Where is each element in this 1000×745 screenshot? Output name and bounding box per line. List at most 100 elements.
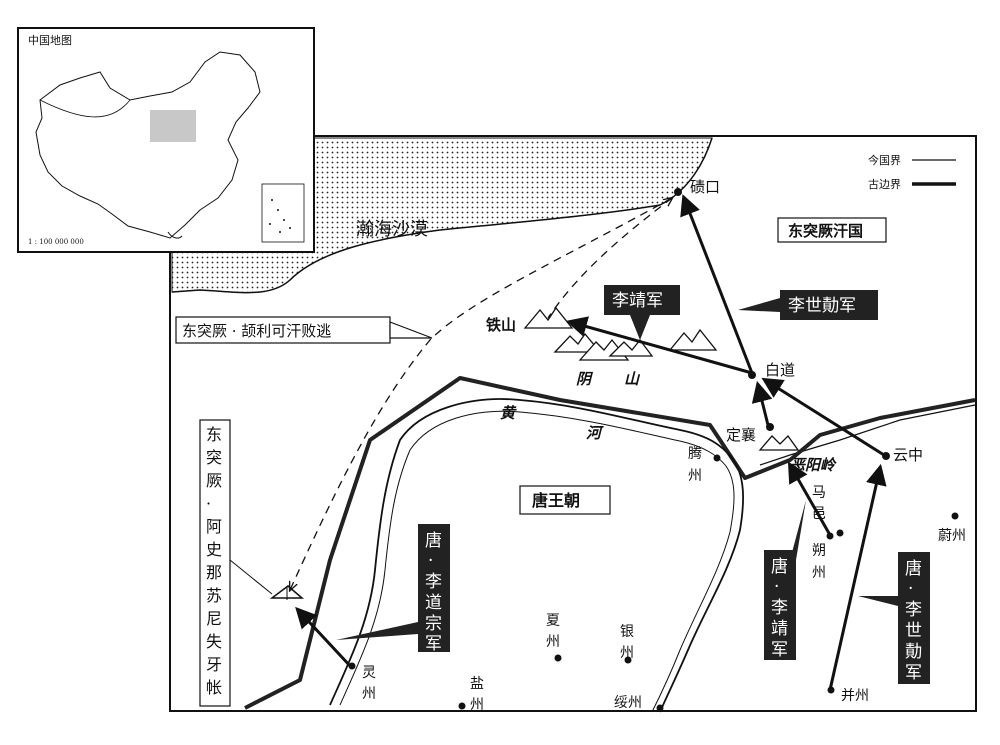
- svg-text:勣: 勣: [905, 642, 922, 662]
- city-dots: [348, 188, 959, 712]
- svg-text:唐: 唐: [425, 530, 442, 551]
- xiazhou-label-2: 州: [546, 634, 560, 650]
- xiazhou-label-1: 夏: [546, 613, 560, 629]
- tang-box: [519, 485, 611, 515]
- yanzhou-label-2: 州: [470, 697, 484, 713]
- li-shiji-army-box: [780, 290, 878, 320]
- inset-map: 中国地图 1 : 100 000 000: [17, 27, 315, 253]
- bingzhou-label: 并州: [841, 688, 869, 704]
- bingzhou-yunzhong-route: [828, 463, 887, 691]
- li-jing-route-tieshan: [565, 316, 753, 375]
- svg-text:·: ·: [206, 494, 211, 513]
- svg-text:失: 失: [206, 632, 222, 651]
- shuozhou-label-1: 朔: [812, 543, 826, 559]
- tieshan-label: 铁山: [486, 316, 516, 334]
- tieshan-flight-path: [547, 198, 672, 319]
- lingzhou-label-2: 州: [362, 686, 376, 702]
- legend: 今国界 古边界: [868, 153, 956, 191]
- dingxiang-baidao-route: [751, 380, 773, 426]
- inset-highlight: [150, 110, 196, 142]
- jieli-flight-path: [290, 197, 673, 590]
- legend-modern-label: 今国界: [868, 153, 901, 167]
- turk-khanate-label: 东突厥汗国: [788, 222, 863, 240]
- mayi-label-1: 马: [812, 485, 826, 501]
- yanzhou-label-1: 盐: [470, 676, 484, 692]
- yunzhong-label: 云中: [893, 446, 923, 464]
- yunzhong-baidao-route: [761, 377, 885, 457]
- tang-li-shiji-label: 唐 · 李 世 勣 军: [905, 558, 922, 683]
- svg-text:宗: 宗: [425, 614, 442, 634]
- inset-scale: 1 : 100 000 000: [28, 238, 84, 246]
- inset-south-sea-box: [261, 183, 305, 243]
- yinshan-label-1: 阴: [576, 370, 594, 388]
- yinshan-label-2: 山: [624, 370, 641, 388]
- inset-title: 中国地图: [28, 34, 72, 47]
- svg-text:世: 世: [905, 621, 922, 641]
- li-shiji-army-label: 李世勣军: [788, 296, 856, 316]
- tang-li-daozong-label: 唐 · 李 道 宗 军: [425, 530, 442, 654]
- svg-text:靖: 靖: [771, 619, 788, 639]
- ancient-border: [244, 376, 976, 710]
- yinzhou-label-2: 州: [620, 645, 634, 661]
- svg-text:李: 李: [905, 600, 922, 620]
- svg-text:军: 军: [771, 640, 788, 660]
- tang-label: 唐王朝: [532, 491, 580, 510]
- svg-text:苏: 苏: [206, 586, 222, 605]
- mayi-label-2: 邑: [812, 506, 826, 522]
- li-jing-army-box: [604, 285, 680, 315]
- shuozhou-label-2: 州: [812, 565, 826, 581]
- lingzhou-tent-route: [295, 606, 354, 670]
- desert-label: 瀚海沙漠: [356, 219, 428, 240]
- yellow-river-label-2: 河: [586, 424, 604, 442]
- yinzhou-label-1: 银: [620, 624, 634, 640]
- jieli-flee-box: [175, 316, 391, 344]
- tang-li-daozong-box: [418, 524, 450, 652]
- china-outline: [35, 51, 261, 239]
- svg-text:军: 军: [425, 634, 442, 654]
- qikou-label: 碛口: [690, 178, 720, 196]
- shuozhou-eyangling-route: [787, 461, 832, 536]
- svg-text:李: 李: [771, 598, 788, 618]
- svg-text:唐: 唐: [905, 558, 922, 579]
- svg-text:道: 道: [425, 593, 442, 613]
- ashina-camp-label: 东 突 厥 · 阿 史 那 苏 尼 失 牙 帐: [206, 425, 222, 697]
- suizhou-label: 绥州: [614, 695, 642, 711]
- ashina-camp-box: [199, 419, 231, 707]
- svg-text:阿: 阿: [206, 517, 222, 536]
- svg-text:尼: 尼: [206, 609, 222, 628]
- svg-text:·: ·: [774, 577, 779, 597]
- lingzhou-label-1: 灵: [362, 665, 376, 681]
- svg-text:唐: 唐: [771, 556, 788, 577]
- jieli-flee-label: 东突厥 · 颉利可汗败逃: [182, 322, 331, 340]
- dingxiang-label: 定襄: [726, 426, 756, 444]
- yellow-river-label-1: 黄: [500, 404, 517, 422]
- yinshan-mountains: [523, 306, 800, 451]
- tang-li-jing-label: 唐 · 李 靖 军: [771, 556, 788, 660]
- li-shiji-route-qikou: [680, 194, 754, 374]
- svg-text:厥: 厥: [206, 471, 222, 490]
- tengzhou-label-2: 州: [688, 468, 702, 484]
- svg-text:牙: 牙: [206, 655, 222, 674]
- svg-text:突: 突: [206, 448, 222, 467]
- svg-text:史: 史: [206, 540, 222, 559]
- yellow-river: [329, 398, 744, 713]
- eyangling-label: 恶阳岭: [790, 456, 837, 474]
- svg-text:李: 李: [425, 572, 442, 592]
- svg-text:东: 东: [206, 425, 222, 444]
- li-jing-army-label: 李靖军: [612, 291, 663, 311]
- svg-text:军: 军: [905, 663, 922, 683]
- tang-li-jing-box: [764, 550, 796, 660]
- modern-border: [759, 404, 976, 466]
- army-routes: [295, 194, 887, 691]
- svg-text:帐: 帐: [206, 678, 222, 697]
- svg-text:·: ·: [908, 579, 913, 599]
- tang-li-shiji-box: [898, 552, 930, 684]
- svg-text:·: ·: [428, 551, 433, 571]
- tengzhou-label-1: 腾: [688, 445, 702, 462]
- weizhou-label: 蔚州: [938, 528, 966, 544]
- svg-text:那: 那: [206, 563, 222, 582]
- baidao-label: 白道: [765, 361, 795, 379]
- legend-ancient-label: 古边界: [868, 178, 901, 191]
- turk-khanate-box: [777, 217, 887, 243]
